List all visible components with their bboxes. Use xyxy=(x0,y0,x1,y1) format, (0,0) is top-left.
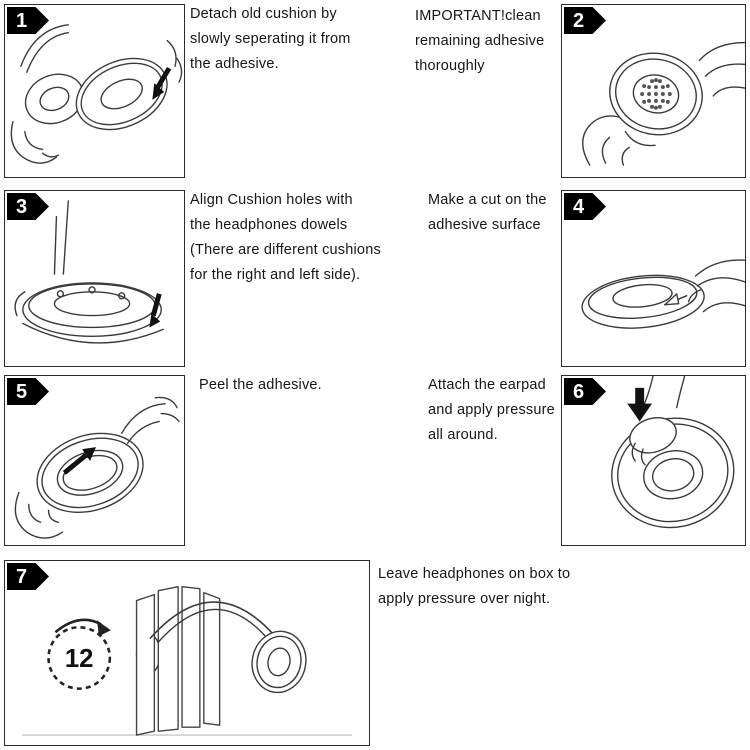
step-5-panel: 5 xyxy=(4,375,185,546)
clock-label: 12 xyxy=(65,645,94,673)
adhesive-residue-dots xyxy=(640,78,672,110)
step-7-illustration: 12 xyxy=(21,586,353,736)
step-2-caption: IMPORTANT!clean remaining adhesive thoro… xyxy=(415,8,545,74)
step-1-illustration xyxy=(10,24,183,164)
step-6-number: 6 xyxy=(573,380,585,403)
step-4-number: 4 xyxy=(573,195,585,218)
step-5-illustration xyxy=(14,396,180,539)
step-3-number: 3 xyxy=(16,195,28,218)
press-down-arrow-icon xyxy=(627,387,653,422)
step-1-caption: Detach old cushion by slowly seperating … xyxy=(190,6,351,72)
step-5-caption: Peel the adhesive. xyxy=(199,377,322,393)
step-4-illustration xyxy=(581,259,745,329)
step-1-number: 1 xyxy=(16,9,28,32)
clock-12-hours-icon: 12 xyxy=(47,618,112,690)
step-6-panel: 6 xyxy=(561,375,746,546)
step-7-caption: Leave headphones on box to apply pressur… xyxy=(378,566,571,607)
step-3-panel: 3 xyxy=(4,190,185,367)
step-3-illustration xyxy=(14,200,164,344)
step-6-caption: Attach the earpad and apply pressure all… xyxy=(428,377,555,443)
peel-arrow-icon xyxy=(62,447,96,475)
step-2-panel: 2 xyxy=(561,4,746,178)
step-7-number: 7 xyxy=(16,565,28,588)
step-1-panel: 1 xyxy=(4,4,185,178)
step-4-panel: 4 xyxy=(561,190,746,367)
step-3-caption: Align Cushion holes with the headphones … xyxy=(190,192,381,283)
step-2-illustration xyxy=(582,41,745,166)
detach-arrow-icon xyxy=(152,66,172,100)
align-arrow-icon xyxy=(149,293,162,328)
step-6-illustration xyxy=(611,376,735,529)
step-4-caption: Make a cut on the adhesive surface xyxy=(428,192,547,233)
step-5-number: 5 xyxy=(16,380,28,403)
step-2-number: 2 xyxy=(573,9,585,32)
step-7-panel: 7 xyxy=(4,560,370,746)
